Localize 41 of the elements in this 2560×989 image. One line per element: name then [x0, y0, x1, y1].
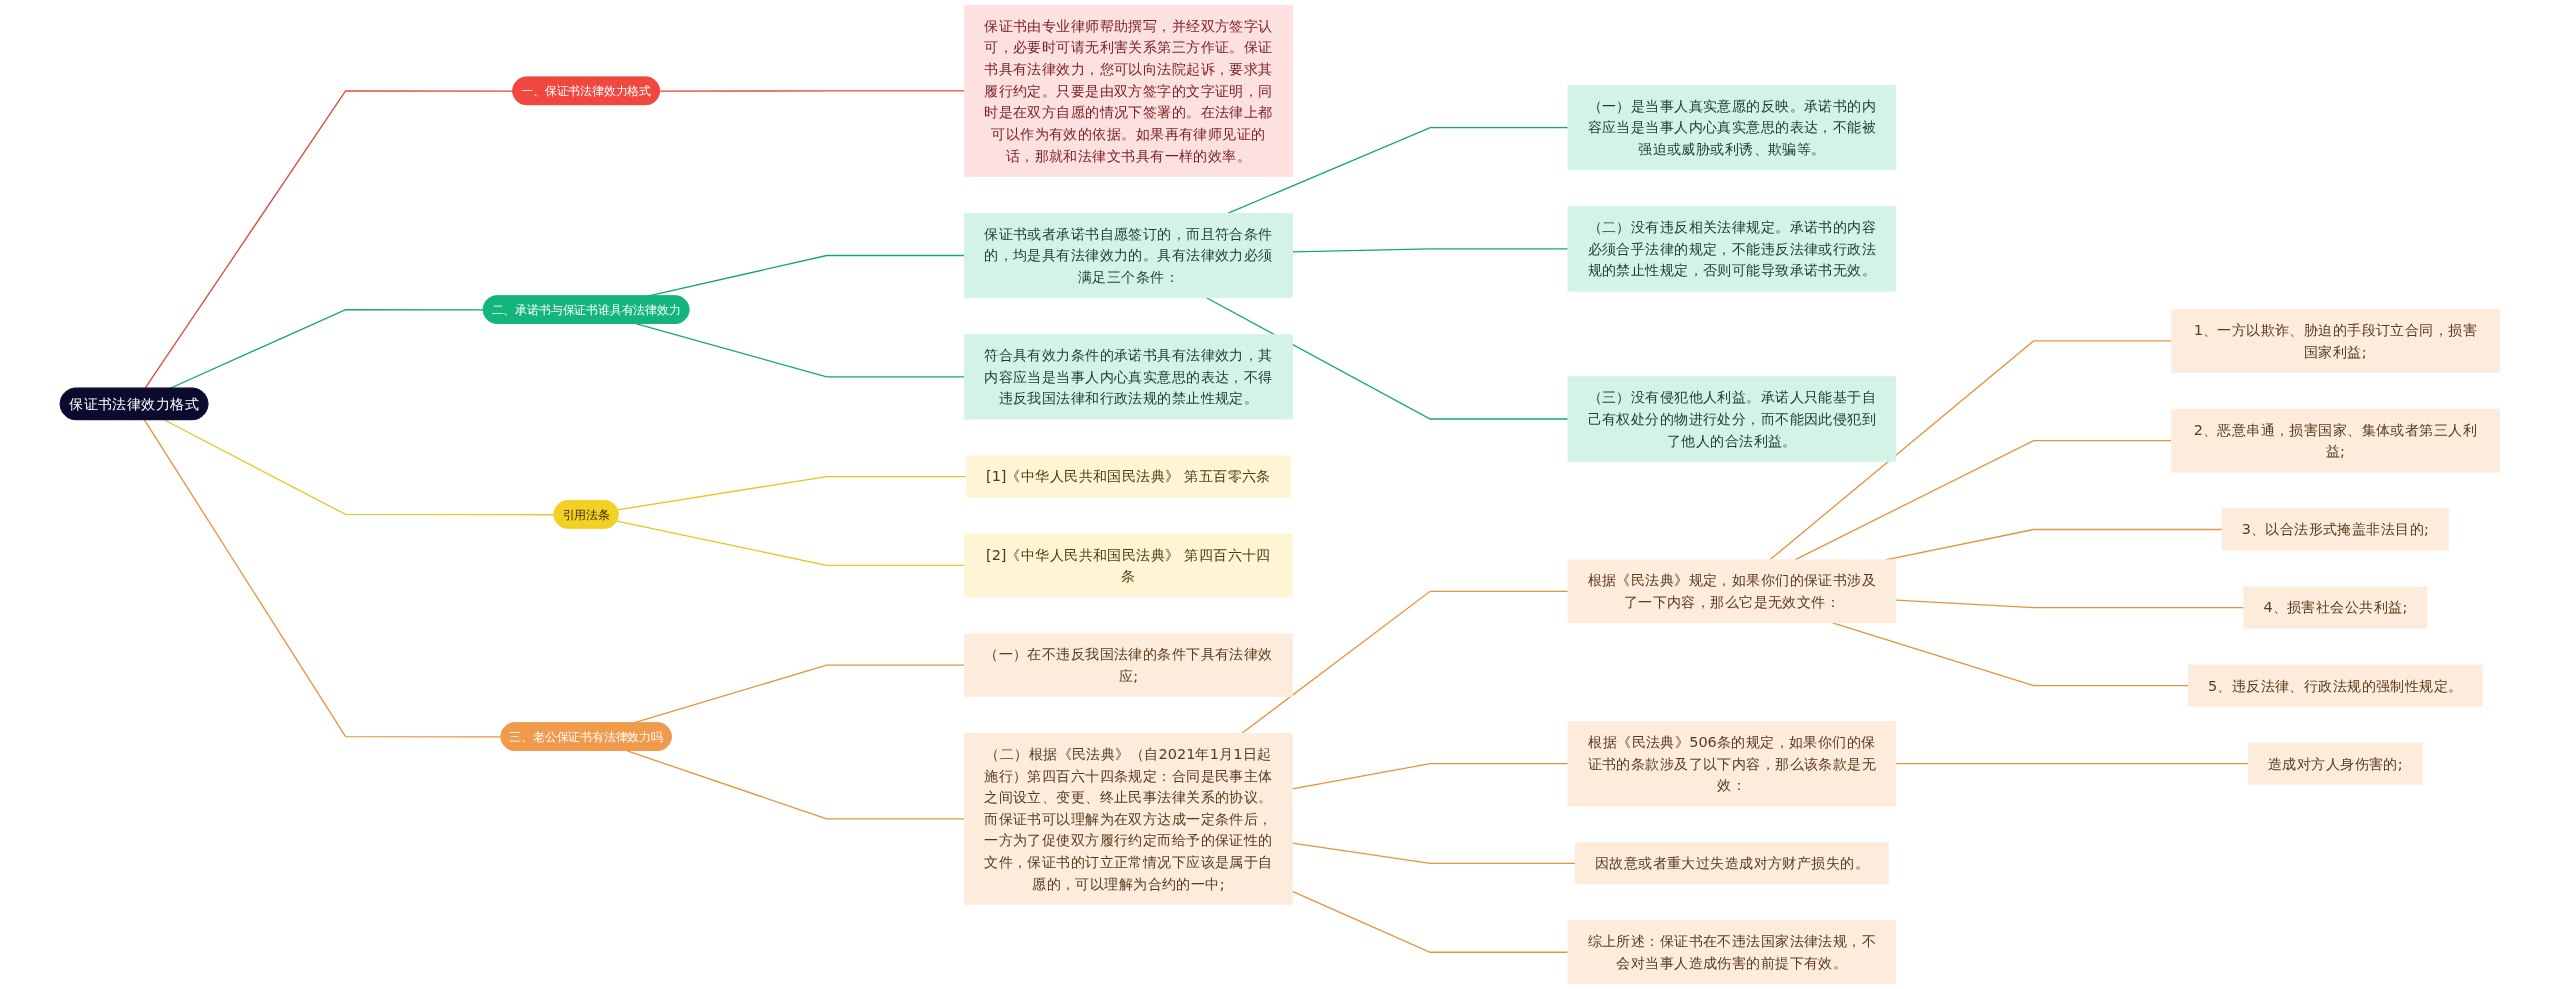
connector: [1769, 340, 2173, 561]
connector: [1895, 599, 2245, 609]
node-box: 保证书或者承诺书自愿签订的，而且符合条件的，均是具有法律效力的。具有法律效力必须满足三个条件：: [964, 212, 1293, 299]
node-box: 综上所述：保证书在不违法国家法律法规，不会对当事人造成伤害的前提下有效。: [1567, 920, 1897, 985]
connector: [1291, 248, 1569, 253]
connector: [169, 308, 485, 390]
node-box: 4、损害社会公共利益;: [2243, 586, 2428, 629]
node-box: （二）没有违反相关法律规定。承诺书的内容必须合乎法律的规定，不能违反法律或行政法规的禁止性规定，否则可能导致承诺书无效。: [1567, 206, 1897, 292]
connector: [1227, 126, 1569, 214]
node-box: 造成对方人身伤害的;: [2248, 742, 2423, 785]
node-box: （一）在不违反我国法律的条件下具有法律效应;: [964, 633, 1293, 697]
node-box: [2]《中华人民共和国民法典》 第四百六十四条: [964, 533, 1293, 598]
node-box: 3、以合法形式掩盖非法目的;: [2221, 508, 2450, 551]
node-box: 根据《民法典》506条的规定，如果你们的保证书的条款涉及了以下内容，那么该条款是无效：: [1567, 721, 1897, 807]
node-box: 因故意或者重大过失造成对方财产损失的。: [1575, 842, 1890, 885]
connector: [1291, 890, 1569, 953]
node-box: 2、恶意串通，损害国家、集体或者第三人利益;: [2171, 408, 2500, 473]
node-box: 根据《民法典》规定，如果你们的保证书涉及了一下内容，那么它是无效文件：: [1567, 559, 1897, 624]
connector: [626, 750, 966, 820]
connector: [1291, 763, 1569, 790]
connector: [616, 520, 966, 567]
connector: [1895, 763, 2250, 765]
connector: [617, 475, 968, 511]
connector: [659, 90, 966, 92]
node-box: 1、一方以欺诈、胁迫的手段订立合同，损害国家利益;: [2171, 309, 2500, 373]
node-box: （一）是当事人真实意愿的反映。承诺书的内容应当是当事人内心真实意思的表达，不能被强迫或威胁或利诱、欺骗等。: [1567, 84, 1897, 171]
node-box: （三）没有侵犯他人利益。承诺人只能基于自己有权处分的物进行处分，而不能因此侵犯到了他人的合法利益。: [1567, 376, 1897, 462]
connector: [1832, 622, 2190, 687]
connector: [1291, 842, 1576, 865]
connector: [1206, 297, 1569, 420]
connector: [635, 323, 966, 378]
node-box: 保证书由专业律师帮助撰写，并经双方签字认可，必要时可请无利害关系第三方作证。保证书具有法律效力，您可以向法院起诉，要求其履行约定。只要是由双方签字的文字证明，同时是在双方自愿的情况下签署的。在法律上都可以作为有效的依据。如果再有律师见证的话，那就和法律文书具有一样的效率。: [964, 4, 1293, 177]
connector: [1794, 439, 2173, 561]
node-box: （二）根据《民法典》（自2021年1月1日起施行）第四百六十四条规定：合同是民事主体之间设立、变更、终止民事法律关系的协议。而保证书可以理解为在双方达成一定条件后，一方为了促使双方履行约定而给予的保证性的文件，保证书的订立正常情况下应该是属于自愿的，可以理解为合约的一中;: [964, 733, 1293, 905]
node-box: [1]《中华人民共和国民法典》 第五百零六条: [966, 455, 1291, 498]
connector: [1241, 590, 1569, 734]
node-box: 5、违反法律、行政法规的强制性规定。: [2188, 664, 2483, 707]
connector: [164, 419, 556, 516]
connector: [144, 90, 515, 390]
node-box: 符合具有效力条件的承诺书具有法律效力，其内容应当是当事人内心真实意思的表达，不得违反我国法律和行政法规的禁止性规定。: [964, 334, 1293, 420]
connector: [143, 419, 503, 738]
